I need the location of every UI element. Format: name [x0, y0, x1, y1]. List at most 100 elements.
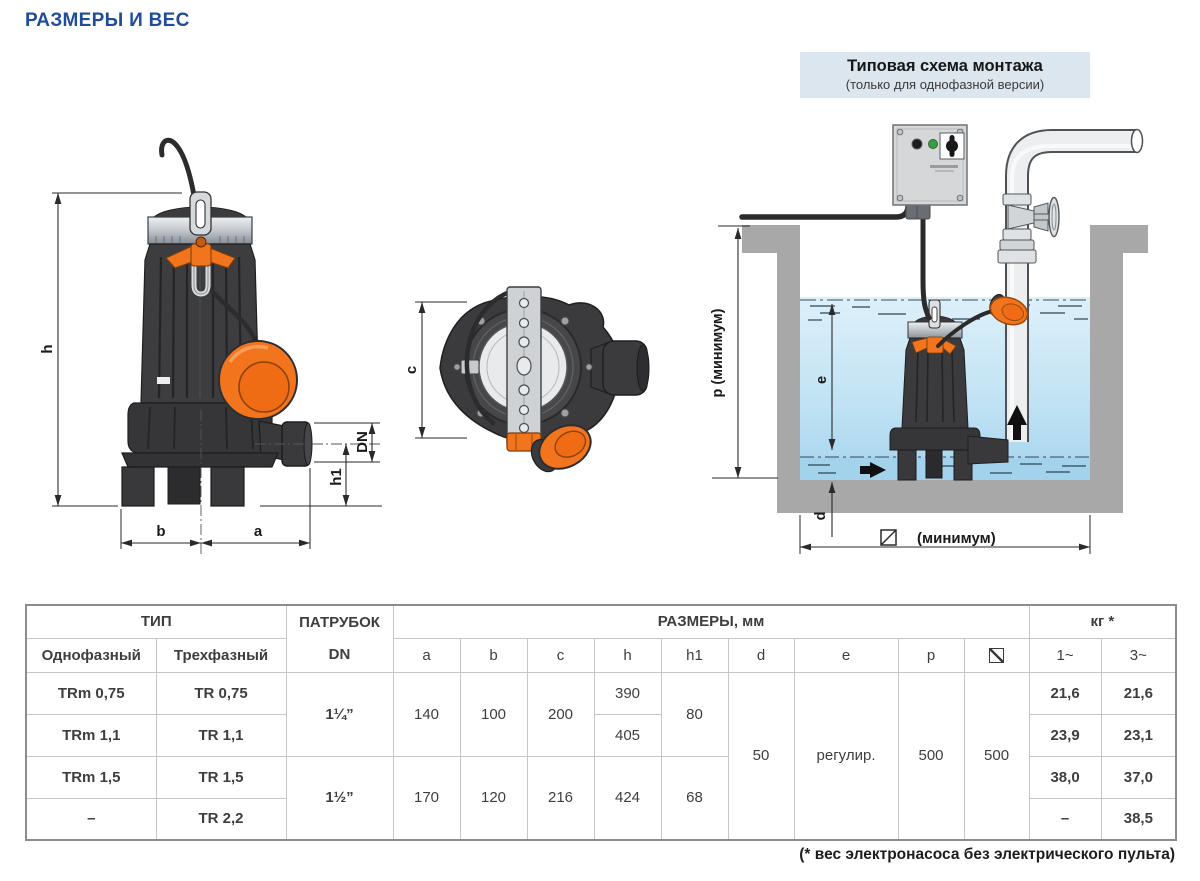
dimension-h [52, 192, 182, 507]
footnote: (* вес электронасоса без электрического … [799, 846, 1175, 863]
cell-kg3: 38,5 [1100, 797, 1177, 841]
table-row: TRm 1,5 TR 1,5 1½” 170 120 216 424 68 38… [25, 755, 1177, 841]
dimension-h1 [260, 444, 382, 507]
label-c: c [403, 366, 420, 374]
cell-model-1ph: TRm 1,5 [25, 755, 157, 799]
label-h1: h1 [328, 468, 345, 486]
square-diagonal-icon [880, 529, 897, 546]
cell-kg3: 37,0 [1100, 755, 1177, 799]
label-a: a [254, 523, 263, 540]
square-diagonal-icon [989, 648, 1005, 664]
cell-h1: 68 [660, 755, 729, 841]
header-kg: кг * [1028, 604, 1177, 639]
cell-a: 170 [392, 755, 461, 841]
cable-clamp [165, 236, 236, 297]
scheme-header-box: Типовая схема монтажа (только для однофа… [800, 52, 1090, 98]
cell-c: 200 [526, 671, 595, 757]
cell-b: 120 [459, 755, 528, 841]
header-dim-a: a [392, 637, 461, 673]
header-kg1: 1~ [1028, 637, 1102, 673]
header-patrubok-dn: ПАТРУБОК DN [285, 604, 394, 673]
body-vent-notch [157, 377, 170, 384]
table-row: TRm 1,1 TR 1,1 405 23,9 23,1 [25, 713, 1177, 757]
pit-walls [742, 225, 1148, 513]
dimension-b-a [120, 468, 311, 549]
header-dim-d: d [727, 637, 795, 673]
pump-front-view-drawing: h [39, 137, 382, 555]
cell-kg1: 23,9 [1028, 713, 1102, 757]
page-title: РАЗМЕРЫ И ВЕС [25, 10, 190, 31]
cell-kg1: 21,6 [1028, 671, 1102, 715]
cell-h1: 80 [660, 671, 729, 757]
header-dim-h: h [593, 637, 662, 673]
label-dn: DN [354, 431, 371, 453]
cable-loop [464, 286, 526, 426]
pump-foot [210, 466, 245, 507]
cell-kg3: 21,6 [1100, 671, 1177, 715]
dimension-p [712, 225, 778, 479]
dimension-pit-width [799, 515, 1091, 554]
scheme-subtitle: (только для однофазной версии) [845, 77, 1045, 92]
pump-cable [920, 214, 932, 321]
installation-scheme-drawing: p (минимум) e d (минимум) [710, 124, 1148, 554]
float-switch [218, 338, 298, 420]
dimensions-table: ТИП ПАТРУБОК DN РАЗМЕРЫ, мм кг * Однофаз… [25, 604, 1178, 841]
cell-h: 424 [593, 755, 662, 841]
label-b: b [156, 523, 165, 540]
header-three-phase: Трехфазный [155, 637, 287, 673]
cell-c: 216 [526, 755, 595, 841]
header-dim-e: e [793, 637, 899, 673]
header-dim-c: c [526, 637, 595, 673]
scheme-title: Типовая схема монтажа [847, 57, 1043, 75]
label-p: p (минимум) [710, 308, 726, 397]
pump-top-view-drawing: c [403, 286, 650, 473]
cell-model-1ph: TRm 0,75 [25, 671, 157, 715]
header-dim-p: p [897, 637, 965, 673]
cell-dn: 1½” [285, 755, 394, 841]
cell-e: регулир. [793, 671, 899, 841]
indicator-light [928, 139, 938, 149]
cell-model-3ph: TR 2,2 [155, 797, 287, 841]
cell-dn: 1¼” [285, 671, 394, 757]
side-lug [460, 359, 480, 375]
header-dn: DN [328, 646, 351, 664]
pump-foot [121, 466, 155, 507]
cell-model-3ph: TR 0,75 [155, 671, 287, 715]
discharge-pipe [997, 128, 1144, 442]
label-h: h [39, 344, 56, 353]
header-dim-square [963, 637, 1030, 673]
supply-cable [739, 203, 911, 220]
header-dim-b: b [459, 637, 528, 673]
label-e: e [814, 376, 830, 384]
dimension-c [415, 301, 467, 439]
cell-square: 500 [963, 671, 1030, 841]
cell-model-1ph: TRm 1,1 [25, 713, 157, 757]
header-razmery: РАЗМЕРЫ, мм [392, 604, 1030, 639]
cell-kg3: 23,1 [1100, 713, 1177, 757]
header-dim-h1: h1 [660, 637, 729, 673]
bracket-strip [506, 286, 542, 448]
cell-d: 50 [727, 671, 795, 841]
float-switch-scheme [989, 293, 1029, 326]
cell-model-1ph: – [25, 797, 157, 841]
inflow-arrow [860, 462, 886, 478]
float-switch-top [530, 424, 592, 473]
label-d: d [813, 512, 829, 521]
centerlines [200, 410, 382, 555]
header-tip: ТИП [25, 604, 287, 639]
header-kg3: 3~ [1100, 637, 1177, 673]
cell-h: 405 [593, 713, 662, 757]
cell-model-3ph: TR 1,1 [155, 713, 287, 757]
cell-b: 100 [459, 671, 528, 757]
cell-h: 390 [593, 671, 662, 715]
header-single-phase: Однофазный [25, 637, 157, 673]
gate-valve [997, 193, 1060, 264]
cell-kg1: 38,0 [1028, 755, 1102, 799]
flow-up-arrow [1007, 405, 1027, 440]
cell-p: 500 [897, 671, 965, 841]
cell-a: 140 [392, 671, 461, 757]
table-row: – TR 2,2 – 38,5 [25, 797, 1177, 841]
header-patrubok: ПАТРУБОК [299, 614, 380, 632]
cell-kg1: – [1028, 797, 1102, 841]
